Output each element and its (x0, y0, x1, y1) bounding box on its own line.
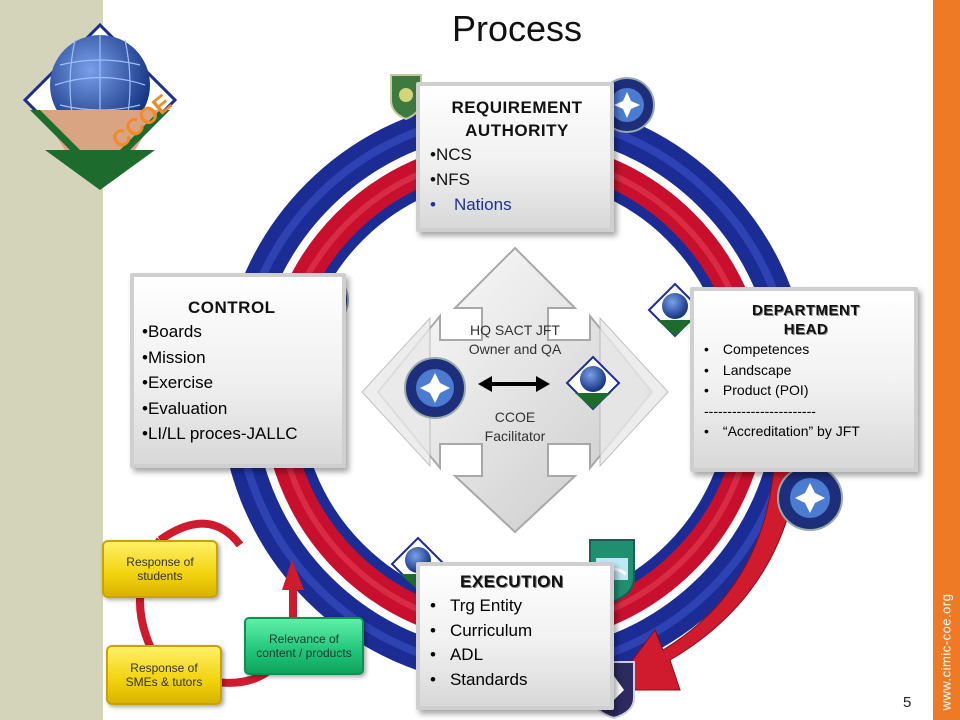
list-item: •Evaluation (142, 398, 228, 418)
list-item: •“Accreditation” by JFT (704, 422, 860, 439)
control-box: CONTROL •Boards •Mission •Exercise •Eval… (130, 273, 346, 468)
department-title-line1: DEPARTMENT (751, 302, 861, 319)
owner-label-line1: HQ SACT JFT (470, 322, 560, 338)
control-title: CONTROL (188, 298, 276, 317)
response-smes-box: Response of SMEs & tutors (106, 645, 222, 705)
department-list-after: •“Accreditation” by JFT (704, 421, 908, 442)
list-item: •ADL (430, 645, 484, 664)
owner-label: HQ SACT JFT Owner and QA (430, 321, 600, 359)
department-title-line2: HEAD (783, 321, 829, 338)
list-item: •Trg Entity (430, 596, 523, 615)
list-item: •Exercise (142, 373, 214, 392)
department-separator: ------------------------ (704, 402, 816, 419)
requirement-title-line1: REQUIREMENT (451, 98, 583, 117)
facilitator-label-line1: CCOE (494, 409, 536, 425)
list-item: •Curriculum (430, 620, 533, 640)
page-number: 5 (903, 694, 912, 711)
relevance-box: Relevance of content / products (244, 617, 364, 675)
list-item: •Mission (142, 347, 206, 367)
department-list: •Competences •Landscape •Product (POI) (704, 339, 908, 401)
requirement-authority-box: REQUIREMENT AUTHORITY •NCS •NFS •Nations (416, 82, 614, 232)
nato-badge-department (777, 465, 843, 531)
requirement-list: •NCS •NFS •Nations (430, 142, 604, 217)
facilitator-label: CCOE Facilitator (430, 408, 600, 446)
requirement-title-line2: AUTHORITY (465, 121, 569, 140)
list-item: •Nations (430, 195, 512, 214)
execution-title: EXECUTION (460, 572, 564, 591)
nato-badge-center (404, 357, 466, 419)
ccoe-badge-center (565, 355, 621, 411)
list-item: •Standards (430, 669, 528, 689)
owner-label-line2: Owner and QA (468, 341, 562, 357)
list-item: •NFS (430, 170, 470, 189)
double-arrow-icon (478, 376, 550, 392)
shield-badge-top (390, 74, 422, 121)
facilitator-label-line2: Facilitator (484, 428, 546, 444)
department-head-box: DEPARTMENT HEAD •Competences •Landscape … (690, 287, 918, 472)
list-item: •LI/LL proces-JALLC (142, 424, 298, 443)
list-item: •Boards (142, 322, 202, 341)
list-item: •Product (POI) (704, 382, 809, 398)
execution-box: EXECUTION •Trg Entity •Curriculum •ADL •… (416, 562, 614, 710)
control-list: •Boards •Mission •Exercise •Evaluation •… (142, 319, 336, 447)
response-students-box: Response of students (102, 540, 218, 598)
list-item: •Landscape (704, 361, 792, 378)
right-side-band (933, 0, 960, 720)
list-item: •NCS (430, 145, 472, 164)
execution-list: •Trg Entity •Curriculum •ADL •Standards (430, 594, 604, 692)
slide-title: Process (451, 8, 583, 49)
list-item: •Competences (704, 341, 810, 357)
ccoe-logo: CCOE (22, 22, 178, 190)
